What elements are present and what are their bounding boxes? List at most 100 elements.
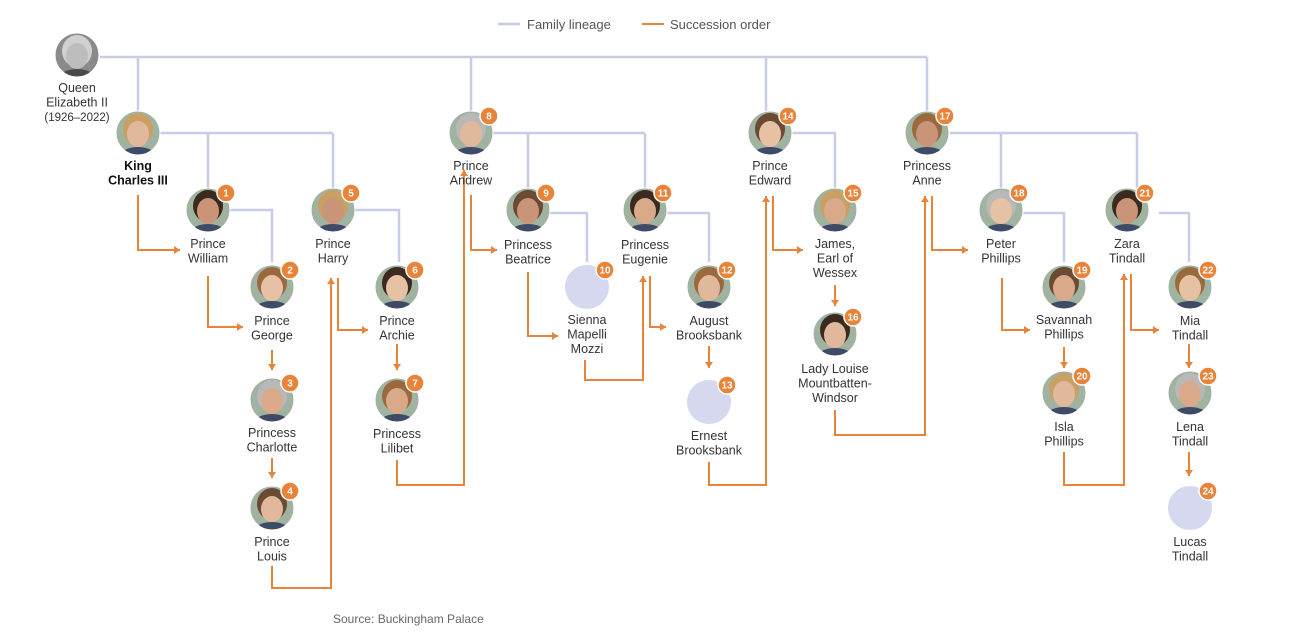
rank-badge — [405, 373, 425, 393]
person-name-line: James, — [815, 237, 855, 251]
rank-number: 11 — [658, 189, 669, 200]
rank-badge — [1072, 260, 1092, 280]
arrowhead — [1120, 274, 1128, 280]
rank-badge — [341, 183, 361, 203]
person-name-line: Anne — [912, 174, 941, 188]
rank-number: 19 — [1076, 266, 1088, 277]
rank-badge — [1072, 366, 1092, 386]
arrowhead — [268, 472, 276, 478]
person-name-line: Queen — [58, 81, 96, 95]
person-name-line: Harry — [318, 252, 349, 266]
arrowhead — [1185, 362, 1193, 368]
rank-number: 15 — [847, 189, 859, 200]
rank-badge — [843, 183, 863, 203]
person-name-line: Tindall — [1172, 550, 1208, 564]
person-name-line: Lady Louise — [801, 362, 868, 376]
person-name-line: Prince — [315, 237, 350, 251]
rank-badge — [1135, 183, 1155, 203]
rank-badge — [1198, 260, 1218, 280]
rank-badge — [1009, 183, 1029, 203]
arrowhead — [237, 323, 243, 331]
person-name-line: Phillips — [1044, 435, 1084, 449]
rank-badge — [405, 260, 425, 280]
arrowhead — [327, 278, 335, 284]
arrowhead — [1060, 362, 1068, 368]
person-name-line: Tindall — [1109, 252, 1145, 266]
arrowhead — [174, 246, 180, 254]
rank-number: 12 — [721, 266, 733, 277]
arrowhead — [362, 326, 368, 334]
person-name-line: Prince — [752, 159, 787, 173]
person-name-line: Charles III — [108, 174, 168, 188]
arrowhead — [552, 332, 558, 340]
rank-badge — [280, 373, 300, 393]
rank-number: 17 — [939, 112, 951, 123]
rank-number: 6 — [412, 266, 418, 277]
rank-badge — [280, 260, 300, 280]
person-name-line: Lucas — [1173, 535, 1206, 549]
person-name-line: Princess — [621, 238, 669, 252]
person-name-line: George — [251, 329, 293, 343]
arrowhead — [705, 362, 713, 368]
person-name-line: Prince — [453, 159, 488, 173]
rank-badge — [536, 183, 556, 203]
rank-badge — [216, 183, 236, 203]
person-name-line: Earl of — [817, 252, 854, 266]
arrowhead — [1185, 470, 1193, 476]
rank-number: 13 — [721, 381, 733, 392]
arrowhead — [268, 364, 276, 370]
rank-badge — [1198, 481, 1218, 501]
person-name-line: Mapelli — [567, 328, 607, 342]
person-name-line: Princess — [504, 238, 552, 252]
person-name-line: Elizabeth II — [46, 96, 108, 110]
rank-number: 16 — [847, 313, 859, 324]
arrowhead — [491, 246, 497, 254]
person-name-line: Edward — [749, 174, 791, 188]
person-name-line: Peter — [986, 237, 1016, 251]
rank-number: 10 — [599, 266, 611, 277]
lineage-lines — [100, 55, 1191, 262]
person-name-line: Tindall — [1172, 329, 1208, 343]
rank-number: 20 — [1076, 372, 1088, 383]
arrowhead — [762, 196, 770, 202]
rank-badge — [843, 307, 863, 327]
rank-number: 18 — [1013, 189, 1025, 200]
rank-number: 3 — [287, 379, 293, 390]
arrowhead — [962, 246, 968, 254]
person-name-line: Lena — [1176, 420, 1204, 434]
person-name-line: Andrew — [450, 174, 493, 188]
rank-number: 21 — [1139, 189, 1151, 200]
person-name-line: Princess — [903, 159, 951, 173]
person-name-line: (1926–2022) — [44, 112, 109, 124]
person-name-line: King — [124, 159, 152, 173]
person-name-line: Lilibet — [381, 442, 414, 456]
rank-badge — [653, 183, 673, 203]
succession-arrowheads — [174, 170, 1193, 478]
rank-number: 5 — [348, 189, 354, 200]
person-name-line: Windsor — [812, 391, 858, 405]
legend-succession-label: Succession order — [670, 17, 771, 32]
person-name-line: Wessex — [813, 266, 858, 280]
rank-badge — [1198, 366, 1218, 386]
